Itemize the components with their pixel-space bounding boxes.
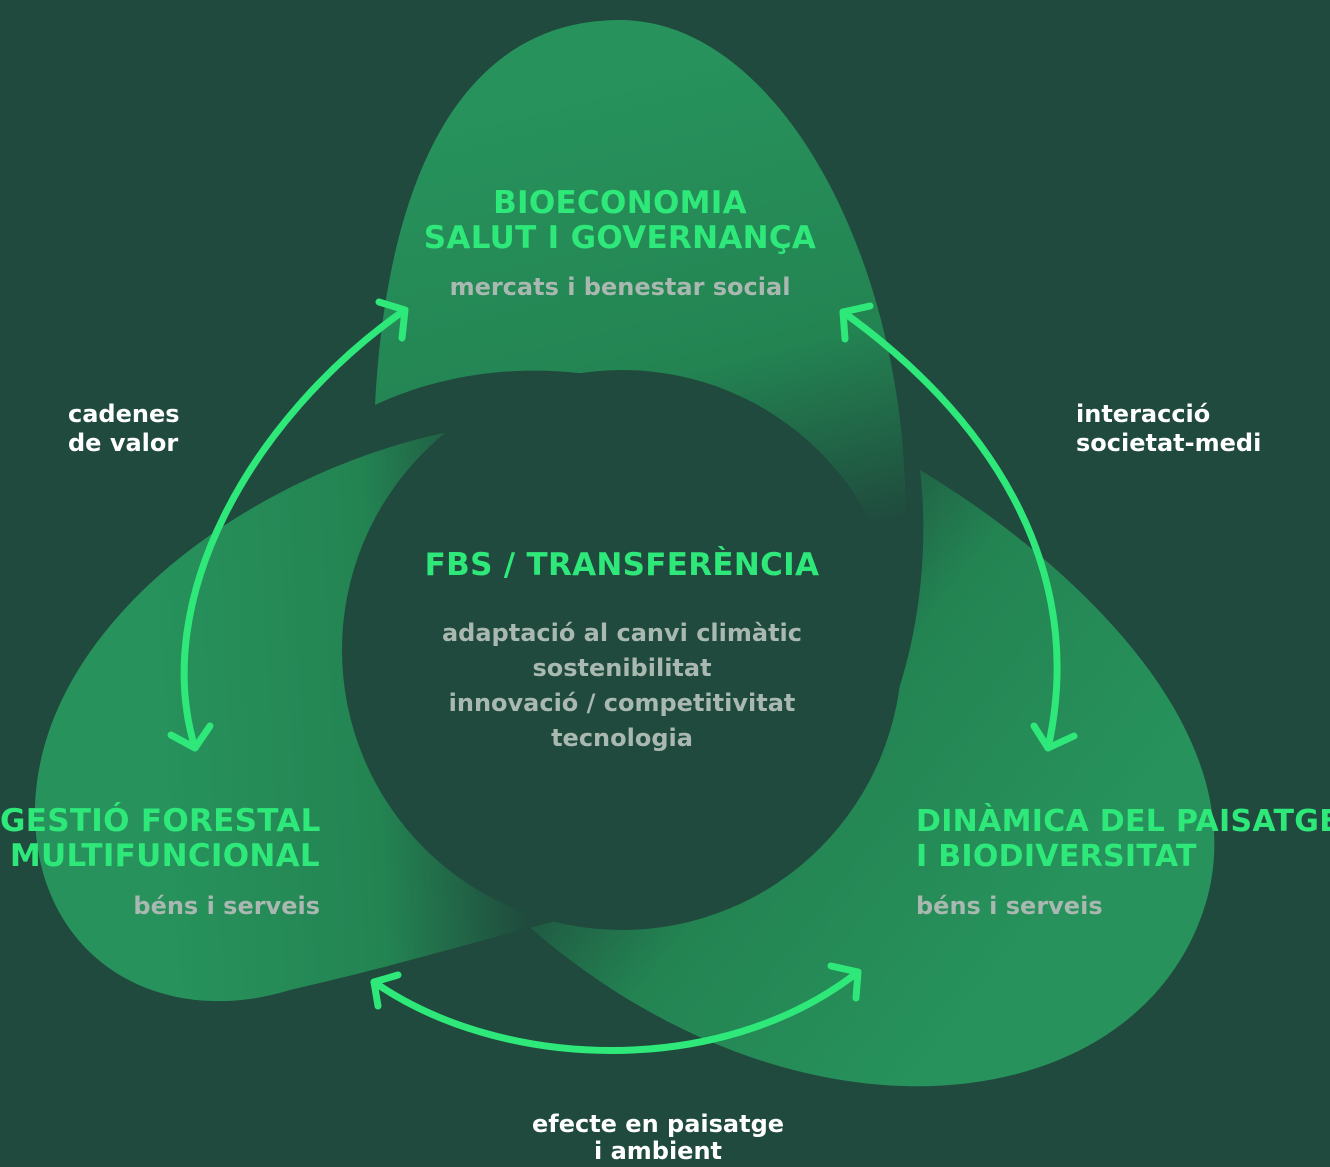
node-right-title-line-1: DINÀMICA DEL PAISATGE	[916, 804, 1330, 839]
edge-bottom-label-line-2: i ambient	[593, 1137, 723, 1165]
blade-left	[34, 430, 560, 1002]
node-right-title-line-2: I BIODIVERSITAT	[916, 839, 1197, 874]
center-line-4: tecnologia	[551, 724, 693, 752]
center-lines: adaptació al canvi climàtic sostenibilit…	[372, 616, 872, 756]
center-line-1: adaptació al canvi climàtic	[441, 619, 803, 647]
node-left-title-line-1: GESTIÓ FORESTAL	[0, 803, 321, 839]
node-left-subtitle: béns i serveis	[133, 892, 320, 920]
arrow-left-edge	[167, 298, 409, 752]
blade-top	[375, 20, 906, 615]
edge-bottom-label: efecte en paisatge i ambient	[458, 1111, 858, 1165]
center-title: FBS / TRANSFERÈNCIA	[424, 547, 820, 583]
node-left-title-line-2: MULTIFUNCIONAL	[9, 838, 320, 874]
center-circle	[342, 370, 902, 930]
edge-bottom-label-line-1: efecte en paisatge	[531, 1110, 785, 1138]
edge-right-label-line-2: societat-medi	[1076, 429, 1262, 457]
edge-right-label: interacció societat-medi	[1076, 400, 1326, 458]
arrow-bottom-edge	[370, 962, 862, 1054]
node-top-title: BIOECONOMIA SALUT I GOVERNANÇA	[370, 186, 870, 256]
edge-left-label: cadenes de valor	[68, 400, 268, 458]
node-right-title: DINÀMICA DEL PAISATGE I BIODIVERSITAT	[916, 804, 1330, 874]
arrow-right-edge	[839, 302, 1078, 752]
edge-left-label-line-1: cadenes	[68, 400, 180, 428]
blade-right	[500, 470, 1215, 1087]
center-line-2: sostenibilitat	[532, 654, 712, 682]
node-right-subtitle: béns i serveis	[916, 892, 1103, 920]
node-left-title: GESTIÓ FORESTAL MULTIFUNCIONAL	[0, 804, 320, 874]
center-line-3: innovació / competitivitat	[448, 689, 796, 717]
edge-right-label-line-1: interacció	[1076, 400, 1211, 428]
node-top-title-line-1: BIOECONOMIA	[493, 185, 747, 221]
edge-left-label-line-2: de valor	[68, 429, 179, 457]
node-top-subtitle: mercats i benestar social	[449, 273, 791, 301]
node-top-title-line-2: SALUT I GOVERNANÇA	[423, 220, 817, 256]
